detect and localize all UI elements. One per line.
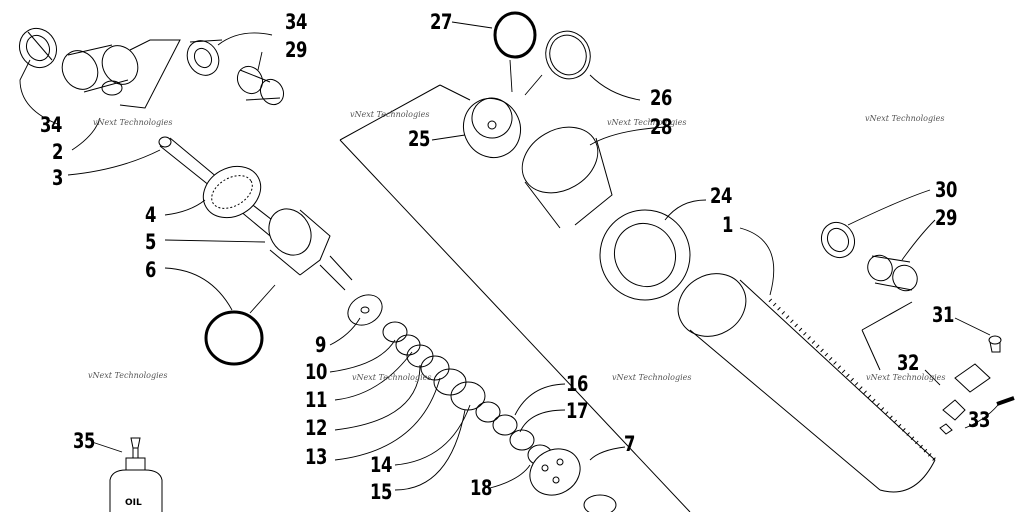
watermark-4: vNext Technologies bbox=[865, 114, 945, 123]
callout-6: 6 bbox=[145, 258, 157, 282]
callout-27: 27 bbox=[430, 10, 453, 34]
watermark-7: vNext Technologies bbox=[612, 373, 692, 382]
part-1-body bbox=[677, 273, 937, 493]
part-2-eyelet bbox=[61, 39, 181, 109]
callout-28: 28 bbox=[650, 115, 673, 139]
part-7-piston bbox=[529, 448, 617, 512]
assembly-guide-line bbox=[339, 84, 691, 512]
part-5-seal-housing bbox=[268, 208, 353, 291]
part-29-sleeve-lower bbox=[867, 254, 918, 292]
assembly-guide-line-right bbox=[861, 301, 913, 371]
part-29-sleeve-upper bbox=[236, 65, 285, 106]
callout-26: 26 bbox=[650, 86, 673, 110]
callout-3: 3 bbox=[52, 166, 64, 190]
watermark-1: vNext Technologies bbox=[93, 118, 173, 127]
leader-lines bbox=[19, 21, 999, 491]
callout-24: 24 bbox=[710, 184, 733, 208]
part-4-bumper bbox=[202, 165, 262, 219]
part-27-o-ring bbox=[493, 11, 537, 59]
watermark-8: vNext Technologies bbox=[866, 373, 946, 382]
callout-5: 5 bbox=[145, 230, 157, 254]
callout-18: 18 bbox=[470, 476, 493, 500]
callout-4: 4 bbox=[145, 203, 157, 227]
part-6-o-ring bbox=[204, 310, 264, 366]
callout-29-lower: 29 bbox=[935, 206, 958, 230]
part-31-screw bbox=[988, 335, 1002, 353]
watermark-5: vNext Technologies bbox=[88, 371, 168, 380]
callout-12: 12 bbox=[305, 416, 328, 440]
callout-29-upper: 29 bbox=[285, 38, 308, 62]
callout-17: 17 bbox=[566, 399, 589, 423]
part-35-oil-bottle bbox=[109, 437, 163, 512]
callout-2: 2 bbox=[52, 140, 64, 164]
part-25-cap bbox=[462, 97, 522, 159]
callout-32: 32 bbox=[897, 351, 920, 375]
callout-35: 35 bbox=[73, 429, 96, 453]
callout-16: 16 bbox=[566, 372, 589, 396]
watermark-2: vNext Technologies bbox=[350, 110, 430, 119]
callout-31: 31 bbox=[932, 303, 955, 327]
shim-stack bbox=[347, 294, 553, 466]
callout-25: 25 bbox=[408, 127, 431, 151]
callout-9: 9 bbox=[315, 333, 327, 357]
part-34-bushing-right bbox=[186, 39, 223, 76]
callout-10: 10 bbox=[305, 360, 328, 384]
part-32-valve bbox=[939, 363, 991, 435]
callout-7: 7 bbox=[624, 432, 636, 456]
watermark-3: vNext Technologies bbox=[607, 118, 687, 127]
oil-bottle-label: OIL bbox=[125, 498, 142, 508]
callout-15: 15 bbox=[370, 480, 393, 504]
part-28-sleeve bbox=[521, 126, 613, 229]
callout-13: 13 bbox=[305, 445, 328, 469]
part-30-bushing bbox=[820, 221, 856, 259]
part-34-bushing-left bbox=[18, 27, 58, 69]
watermark-6: vNext Technologies bbox=[352, 373, 432, 382]
part-24-spring-retainer bbox=[599, 209, 691, 301]
callout-34-upper: 34 bbox=[285, 10, 308, 34]
callout-14: 14 bbox=[370, 453, 393, 477]
part-26-band bbox=[545, 30, 591, 80]
part-33-o-ring bbox=[996, 396, 1015, 406]
callout-34-left: 34 bbox=[40, 113, 63, 137]
callout-30: 30 bbox=[935, 178, 958, 202]
callout-33: 33 bbox=[968, 408, 991, 432]
callout-11: 11 bbox=[305, 388, 328, 412]
callout-1: 1 bbox=[722, 213, 734, 237]
